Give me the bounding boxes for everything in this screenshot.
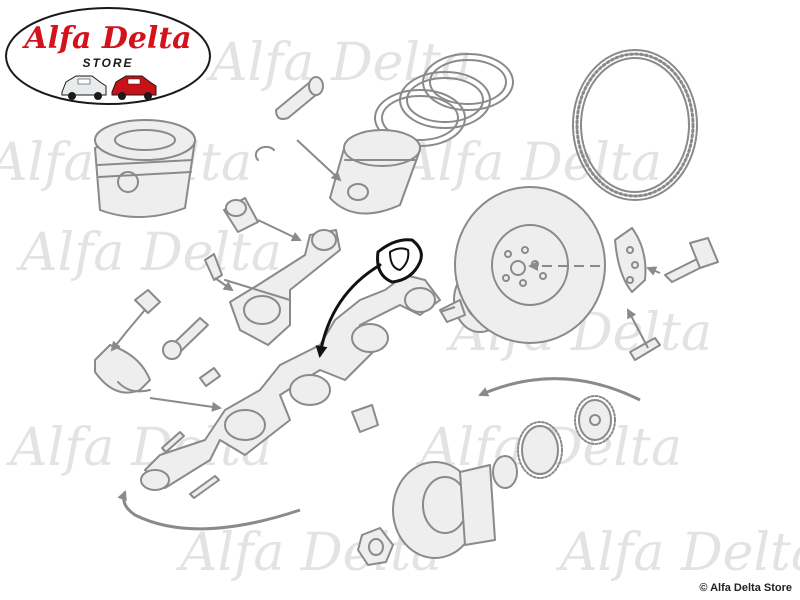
watermark-text: Alfa Delta [206,33,472,93]
dowel-pin [629,337,661,361]
flywheel-bolt [664,237,719,283]
logo-title: Alfa Delta [21,21,191,56]
watermark-text: Alfa Delta [556,523,800,583]
watermark-text: Alfa Delta [16,223,282,283]
woodruff-key [161,431,185,453]
store-logo: Alfa Delta STORE [5,7,211,105]
logo-ellipse [5,7,211,105]
watermark-text: Alfa Delta [396,133,662,193]
crank-dowel [199,367,221,387]
car-icon [61,75,107,100]
spacer-ring [492,455,518,489]
main-cap-bolt [127,289,161,331]
pulley-nut [357,527,394,566]
connecting-rod [224,229,341,346]
crank-timing-gear [517,421,563,479]
thrust-washer-arrow [315,263,382,358]
ring-gear [572,49,698,201]
copyright-notice: © Alfa Delta Store [699,582,792,594]
piston-pin [275,76,324,120]
piston [94,119,196,218]
pointer-arrows [110,139,661,531]
rod-bolts [162,253,223,360]
crank-pulley [392,461,496,559]
oil-pump-gear [574,395,616,445]
car-icon [111,75,157,100]
thrust-washer [376,238,423,284]
crankshaft [140,274,441,491]
piston-rings [374,53,514,147]
piston-assembly [329,129,421,215]
lock-plate [614,227,647,293]
logo-subtitle: STORE [82,56,133,70]
circlip [254,145,275,161]
woodruff-key [189,475,220,499]
watermark-layer: Alfa Delta Alfa Delta Alfa Delta Alfa De… [0,33,800,583]
crank-dowel [351,404,379,433]
small-end-bush [223,197,259,233]
main-bearing-cap [94,344,151,394]
